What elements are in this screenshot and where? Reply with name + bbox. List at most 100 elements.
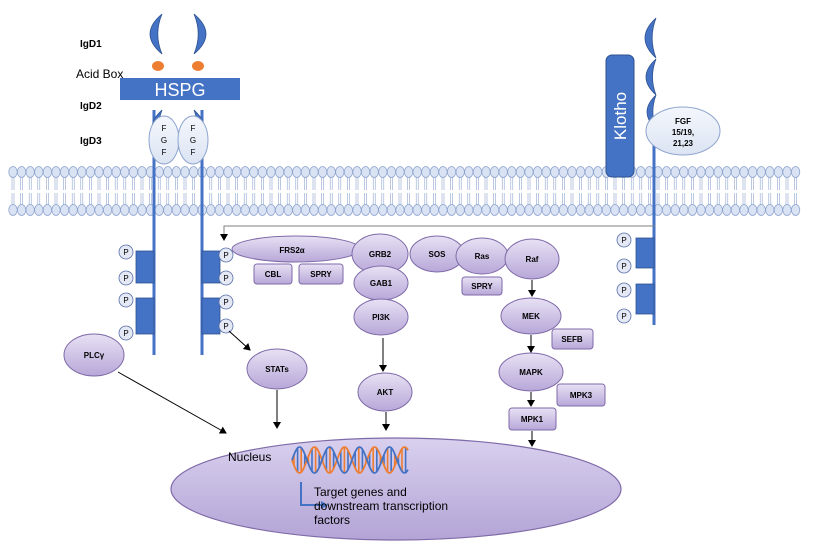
lipid [498, 166, 508, 216]
phospho-site: P [616, 308, 632, 324]
acid-box-dot-right [192, 61, 204, 71]
ras-node: Ras [455, 237, 509, 275]
phospho-site: P [616, 258, 632, 274]
lipid [481, 166, 491, 216]
nucleus-caption-line3: factors [314, 513, 350, 527]
lipid [756, 166, 766, 216]
phospho-site: P [218, 294, 234, 310]
lipid [489, 166, 500, 216]
phospho-site: P [118, 270, 134, 286]
cbl-node: CBL [253, 263, 293, 285]
klotho: Klotho [605, 54, 635, 178]
phospho-label: P [621, 312, 626, 321]
raf-node: Raf [504, 238, 560, 280]
gab1-label: GAB1 [370, 279, 393, 288]
igd3-label: IgD3 [80, 136, 102, 147]
lipid [292, 166, 302, 216]
acid-box-label: Acid Box [76, 67, 123, 81]
plcy-label: PLCγ [84, 351, 105, 360]
lipid [687, 166, 698, 216]
fgf-ligand-line3: 21,23 [673, 139, 694, 148]
sefb-label: SEFB [561, 335, 583, 344]
lipid [343, 166, 353, 216]
fgf-letter: F [162, 148, 167, 157]
pi3k-label: PI3K [372, 313, 390, 322]
raf-label: Raf [526, 255, 539, 264]
sefb-node: SEFB [551, 328, 594, 350]
phospho-label: P [223, 274, 228, 283]
hspg-bar: HSPG [120, 78, 240, 100]
phospho-site: P [218, 247, 234, 263]
grb2-node: GRB2 [351, 233, 409, 275]
lipid [782, 166, 792, 216]
lipid [257, 166, 267, 216]
lipid [360, 166, 371, 216]
fgf-letter: G [161, 136, 167, 145]
igd2-label: IgD2 [80, 101, 102, 112]
lipid [722, 166, 732, 216]
fgf-ligand-line1: FGF [675, 117, 691, 126]
phospho-label: P [621, 262, 626, 271]
feedback-connector [220, 225, 655, 241]
plcy-node: PLCγ [63, 333, 125, 377]
lipid [283, 166, 293, 216]
spry-label: SPRY [310, 270, 332, 279]
lipid [34, 166, 44, 216]
nucleus-caption-line2: downstream transcription [314, 499, 448, 513]
phospho-site: P [118, 292, 134, 308]
gab1-node: GAB1 [353, 265, 409, 301]
lipid [730, 166, 741, 216]
fgf-ligand-left: F G F [148, 115, 180, 165]
spry-label: SPRY [471, 282, 493, 291]
phospho-site: P [616, 282, 632, 298]
lipid [421, 166, 431, 216]
lipid [713, 166, 723, 216]
fgf-ligand-right: F G F [177, 115, 209, 165]
lipid [739, 166, 749, 216]
lipid [515, 166, 526, 216]
nucleus-caption-line1: Target genes and [314, 485, 407, 499]
lipid [507, 166, 517, 216]
lipid [395, 166, 405, 216]
phospho-label: P [123, 296, 128, 305]
mpk3-label: MPK3 [570, 391, 593, 400]
lipid [455, 166, 465, 216]
arrow-plcy-to-nucleus [117, 371, 227, 434]
lipid [223, 166, 233, 216]
spry-node-frs: SPRY [298, 263, 344, 285]
lipid [240, 166, 250, 216]
fgf-letter: F [191, 124, 196, 133]
grb2-label: GRB2 [369, 250, 392, 259]
phosphorylation-sites: P P P P P P P P P P P P [118, 232, 632, 341]
lipid [567, 166, 577, 216]
spry-node-ras: SPRY [461, 276, 503, 296]
lipid [584, 166, 594, 216]
fgf-letter: F [191, 148, 196, 157]
phospho-site: P [118, 325, 134, 341]
lipid [300, 166, 310, 216]
akt-label: AKT [377, 388, 394, 397]
stats-label: STATs [265, 365, 289, 374]
mpk1-node: MPK1 [508, 407, 557, 431]
akt-node: AKT [357, 372, 413, 412]
phospho-label: P [621, 236, 626, 245]
phospho-site: P [218, 318, 234, 334]
phospho-label: P [123, 248, 128, 257]
pathway-arrows [117, 280, 536, 447]
mpk3-node: MPK3 [556, 383, 606, 407]
mek-node: MEK [500, 297, 562, 335]
lipid [94, 166, 104, 216]
lipid [773, 166, 784, 216]
ras-label: Ras [475, 252, 490, 261]
phospho-site: P [118, 244, 134, 260]
phospho-label: P [223, 322, 228, 331]
lipid [446, 166, 457, 216]
lipid [25, 166, 35, 216]
frs2a-node: FRS2α [231, 235, 361, 263]
lipid [309, 166, 319, 216]
phospho-label: P [123, 329, 128, 338]
lipid [472, 166, 482, 216]
lipid [171, 166, 181, 216]
